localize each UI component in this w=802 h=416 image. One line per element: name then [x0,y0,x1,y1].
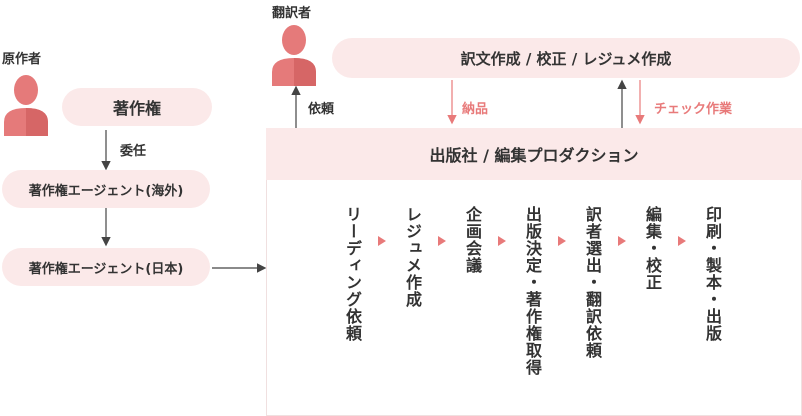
check-label: チェック作業 [654,102,733,117]
agent-japan-pill: 著作権エージェント(日本) [2,248,210,286]
translator-tasks-pill: 訳文作成 / 校正 / レジュメ作成 [332,38,800,78]
step-resume: レジュメ作成 [403,206,422,308]
agent-overseas-pill: 著作権エージェント(海外) [2,170,210,208]
translator-label: 翻訳者 [272,6,312,21]
copyright-pill: 著作権 [62,88,212,126]
delegation-label: 委任 [120,144,147,159]
step-editing: 編集・校正 [643,206,662,291]
original-author-label: 原作者 [2,52,42,67]
step-printing: 印刷・製本・出版 [703,206,722,342]
person-icon-author [2,72,50,140]
request-label: 依頼 [308,102,335,117]
step-arrow-4 [558,236,566,246]
publisher-title: 出版社 / 編集プロダクション [266,128,802,180]
step-reading-request: リーディング依頼 [343,206,362,342]
step-arrow-5 [618,236,626,246]
step-arrow-3 [498,236,506,246]
step-arrow-1 [378,236,386,246]
person-icon-translator [270,22,318,90]
step-arrow-2 [438,236,446,246]
step-planning-meeting: 企画会議 [463,206,482,274]
step-arrow-6 [678,236,686,246]
step-publish-decision: 出版決定・著作権取得 [523,206,542,376]
delivery-label: 納品 [462,102,489,117]
step-translator-selection: 訳者選出・翻訳依頼 [583,206,602,359]
